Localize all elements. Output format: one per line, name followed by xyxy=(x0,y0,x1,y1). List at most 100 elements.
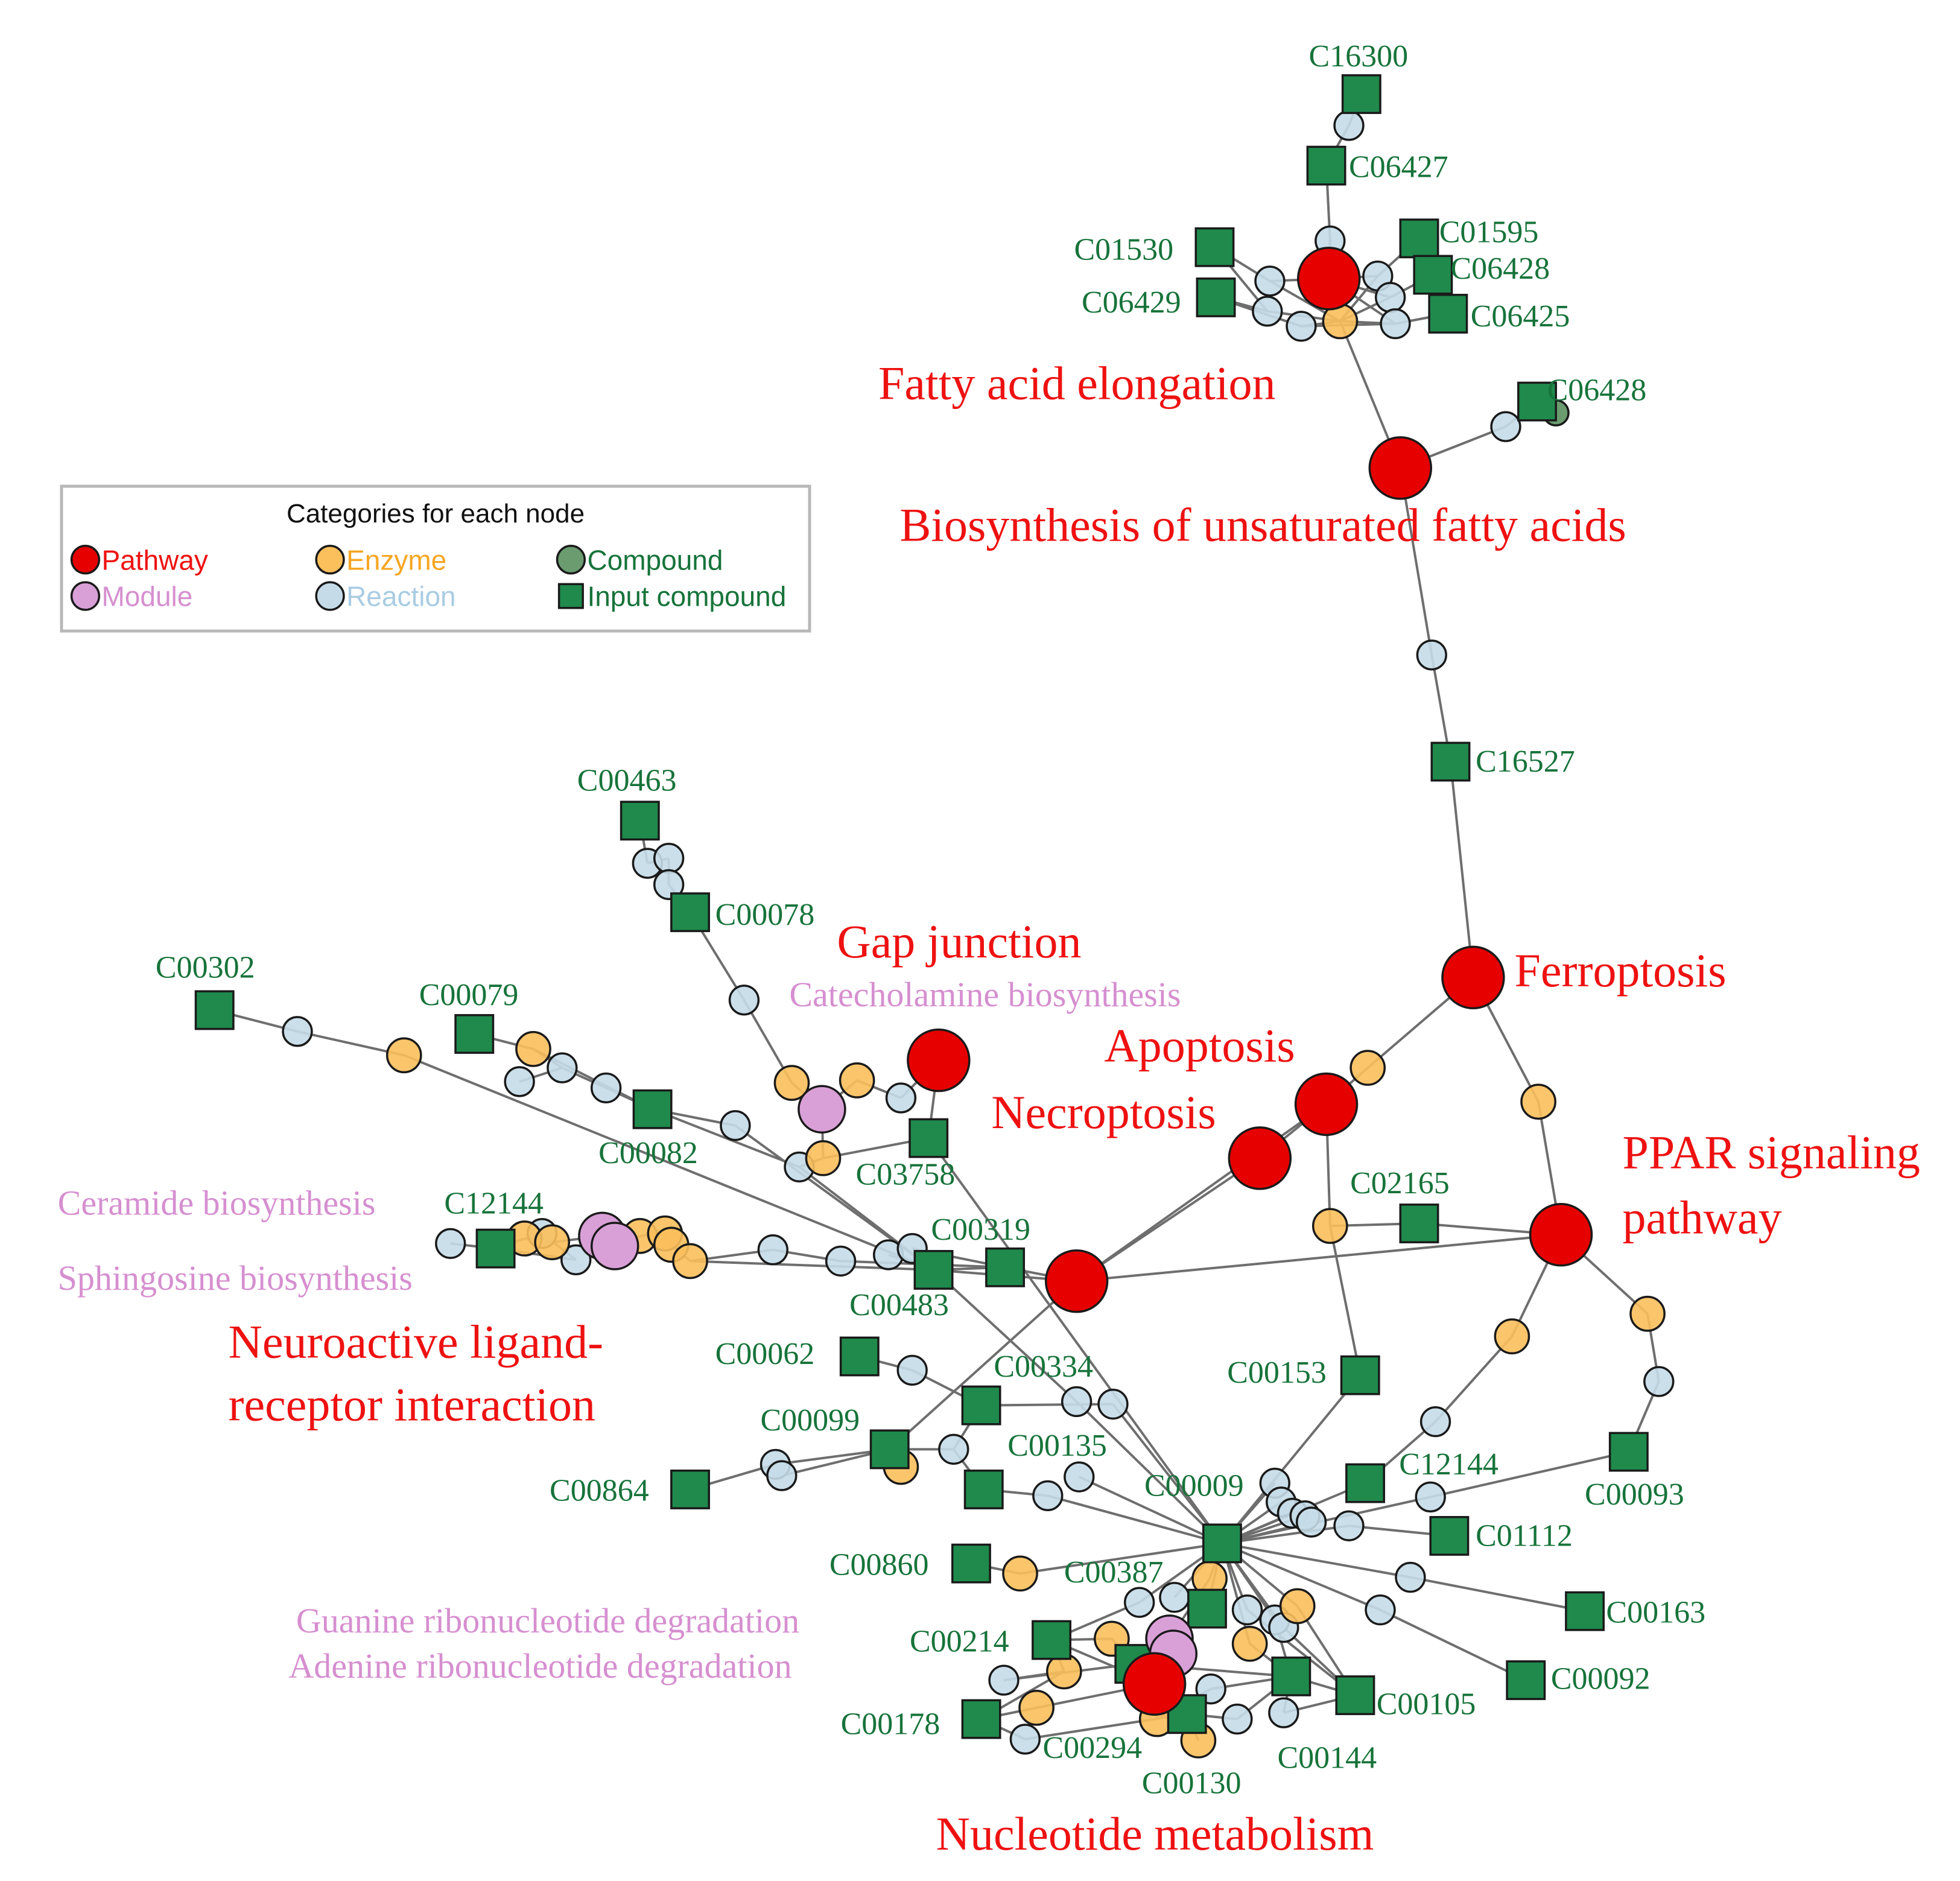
reaction-node xyxy=(1252,296,1283,327)
legend-enzyme-label: Enzyme xyxy=(346,544,446,576)
pathway-label: pathway xyxy=(1622,1191,1781,1244)
compound-label: C00294 xyxy=(1042,1731,1142,1765)
reaction-node xyxy=(1254,265,1286,297)
reaction-node xyxy=(757,1234,788,1266)
enzyme-node xyxy=(1311,1208,1348,1244)
enzyme-node xyxy=(515,1031,551,1067)
reaction-node xyxy=(1419,1406,1451,1438)
input-compound-node xyxy=(961,1699,1001,1739)
legend: Categories for each node PathwayModuleEn… xyxy=(60,484,811,633)
reaction-node xyxy=(1123,1587,1155,1618)
input-compound-node xyxy=(839,1336,880,1377)
compound-label: C00334 xyxy=(994,1350,1093,1384)
input-compound-node xyxy=(1399,218,1439,259)
network-edge xyxy=(1076,1233,1561,1283)
pathway-label: Apoptosis xyxy=(1104,1020,1295,1072)
network-edge xyxy=(1020,1542,1223,1575)
module-label: Ceramide biosynthesis xyxy=(58,1183,376,1222)
compound-label: C00387 xyxy=(1064,1555,1164,1590)
reaction-node xyxy=(1268,1697,1299,1728)
input-compound-node xyxy=(913,1250,954,1290)
compound-label: C01530 xyxy=(1074,233,1173,267)
compound-label: C00144 xyxy=(1277,1741,1377,1775)
reaction-node xyxy=(1032,1480,1064,1512)
pathway-label: receptor interaction xyxy=(229,1378,596,1431)
module-label: Sphingosine biosynthesis xyxy=(58,1258,413,1298)
input-compound-node xyxy=(1340,1355,1380,1395)
network-edge xyxy=(1222,1542,1381,1611)
network-edge xyxy=(1430,1450,1629,1499)
reaction-node xyxy=(547,1052,578,1083)
reaction-node xyxy=(896,1354,928,1386)
reaction-node xyxy=(435,1228,466,1259)
legend-title: Categories for each node xyxy=(287,499,585,528)
compound-label: C00092 xyxy=(1551,1662,1651,1696)
compound-label: C03758 xyxy=(856,1158,956,1192)
input-compound-node xyxy=(1341,74,1381,114)
network-edge xyxy=(1410,1576,1585,1613)
network-edge xyxy=(1112,1403,1223,1544)
input-compound-node xyxy=(194,990,235,1030)
input-compound-node xyxy=(1196,278,1236,317)
legend-pathway-swatch xyxy=(70,545,101,575)
reaction-node xyxy=(1395,1561,1426,1593)
compound-label: C00860 xyxy=(829,1547,929,1582)
network-edge xyxy=(1222,1524,1349,1545)
pathway-node xyxy=(1228,1126,1292,1190)
reaction-node xyxy=(1380,308,1411,340)
pathway-node xyxy=(1294,1072,1359,1137)
network-nodes xyxy=(194,74,1675,1759)
compound-label: C00214 xyxy=(910,1624,1009,1658)
compound-label: C12144 xyxy=(444,1186,544,1220)
pathway-node xyxy=(1044,1249,1109,1313)
reaction-node xyxy=(1231,1594,1263,1626)
pathway-label: Neuroactive ligand- xyxy=(229,1316,604,1368)
enzyme-node xyxy=(385,1037,422,1074)
pathway-node xyxy=(1122,1652,1187,1716)
compound-label: C01595 xyxy=(1439,215,1539,249)
reaction-node xyxy=(1295,1506,1327,1538)
input-compound-node xyxy=(620,801,660,841)
compound-label: C00093 xyxy=(1585,1477,1684,1512)
reaction-node xyxy=(1222,1703,1253,1735)
input-compound-node xyxy=(1608,1432,1649,1472)
reaction-node xyxy=(560,1244,592,1275)
legend-box xyxy=(60,484,811,633)
enzyme-node xyxy=(1494,1318,1530,1355)
reaction-node xyxy=(988,1664,1020,1696)
reaction-node xyxy=(885,1082,917,1114)
enzyme-node xyxy=(1349,1050,1386,1086)
input-compound-node xyxy=(1399,1204,1439,1243)
reaction-node xyxy=(1061,1386,1093,1418)
compound-label: C06428 xyxy=(1450,252,1550,286)
input-compound-node xyxy=(1565,1591,1605,1631)
legend-reaction-label: Reaction xyxy=(346,581,456,612)
compound-label: C01112 xyxy=(1476,1519,1573,1553)
network-edge xyxy=(652,1108,800,1169)
network-edge xyxy=(1222,1542,1411,1579)
network-edge xyxy=(404,1054,934,1271)
enzyme-node xyxy=(1520,1083,1556,1120)
reaction-node xyxy=(1159,1582,1190,1613)
compound-label: C06427 xyxy=(1349,150,1448,184)
input-compound-node xyxy=(670,892,710,933)
reaction-node xyxy=(653,843,685,874)
compound-label: C00302 xyxy=(156,950,255,985)
reaction-node xyxy=(1333,1510,1365,1541)
compound-label: C00864 xyxy=(550,1474,649,1508)
reaction-node xyxy=(590,1072,622,1104)
compound-label: C00319 xyxy=(931,1213,1030,1247)
input-compound-node xyxy=(670,1470,710,1509)
compound-label: C00153 xyxy=(1227,1356,1327,1390)
reaction-node xyxy=(1365,1594,1396,1626)
compound-label: C00062 xyxy=(715,1337,815,1371)
reaction-node xyxy=(1374,282,1406,313)
input-compound-node xyxy=(1032,1620,1071,1660)
network-edge xyxy=(1076,1103,1327,1283)
input-compound-node xyxy=(961,1385,1001,1426)
reaction-node xyxy=(1490,411,1521,442)
compound-label: C00483 xyxy=(849,1288,949,1322)
input-compound-node xyxy=(1194,227,1235,267)
